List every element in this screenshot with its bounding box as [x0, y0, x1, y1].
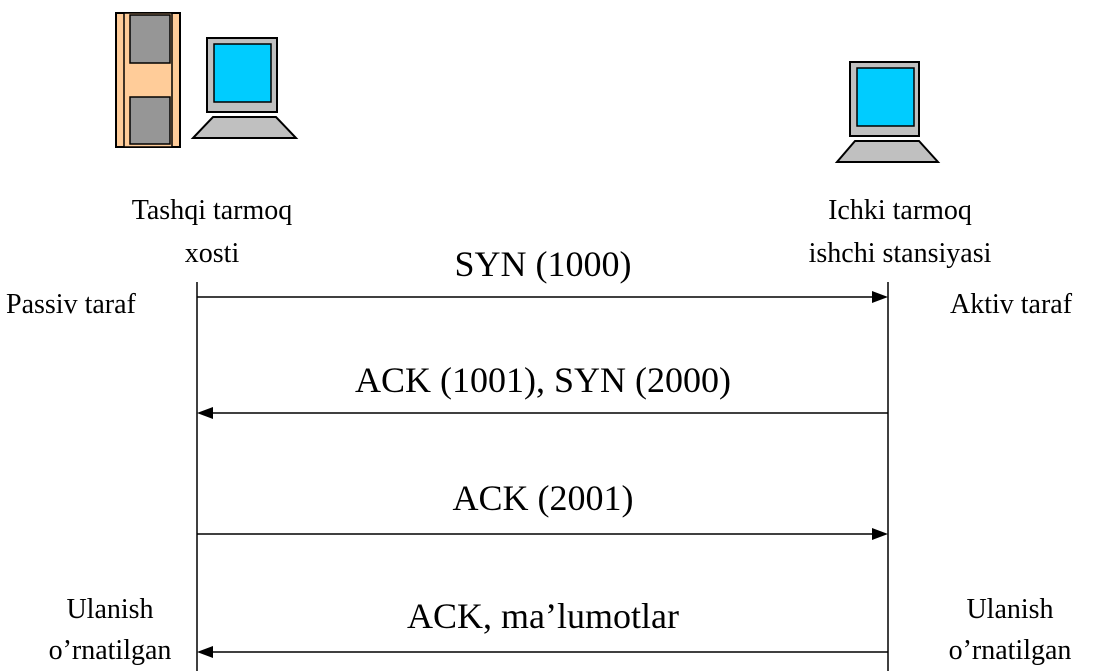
right-host-subtitle: ishchi stansiyasi — [808, 238, 992, 269]
right-role-label: Aktiv taraf — [950, 289, 1073, 320]
right-status-line1: Ulanish — [966, 594, 1054, 625]
message-label: ACK (1001), SYN (2000) — [355, 360, 731, 400]
left-role-label: Passiv taraf — [6, 289, 136, 320]
workstation-icon — [834, 61, 941, 163]
message-arrow — [197, 291, 888, 303]
message-arrow — [197, 646, 888, 658]
message-label: ACK (2001) — [452, 478, 634, 518]
server-tower-icon — [115, 12, 181, 148]
right-host-title: Ichki tarmoq — [828, 195, 972, 226]
right-status-line2: o’rnatilgan — [948, 635, 1072, 666]
left-status-line1: Ulanish — [66, 594, 154, 625]
workstation-icon — [190, 37, 299, 139]
message-arrow — [197, 407, 888, 419]
left-host-subtitle: xosti — [184, 238, 240, 269]
left-host-title: Tashqi tarmoq — [131, 195, 293, 226]
message-arrow — [197, 528, 888, 540]
message-label: SYN (1000) — [454, 244, 632, 284]
left-status-line2: o’rnatilgan — [48, 635, 172, 666]
message-label: ACK, ma’lumotlar — [407, 596, 679, 636]
